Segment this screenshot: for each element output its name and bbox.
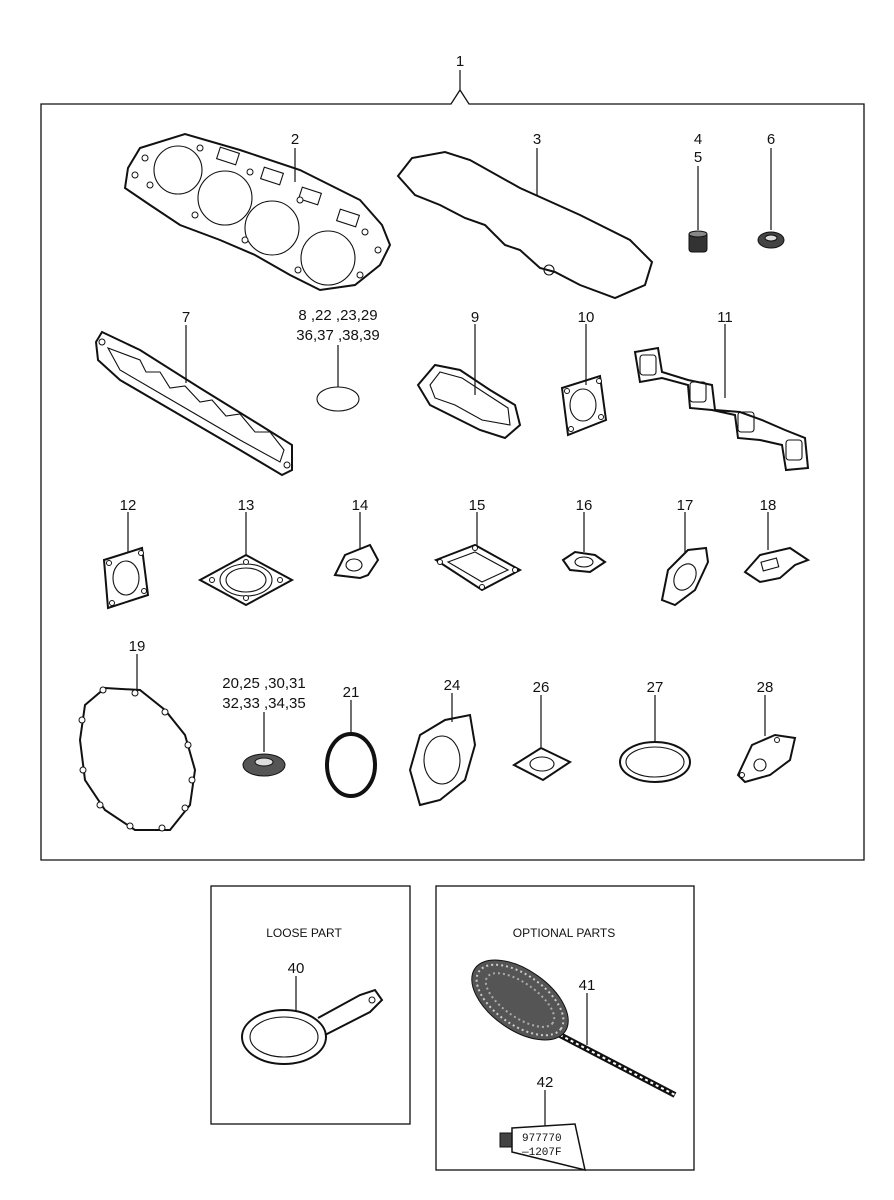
label-7: 7 (182, 309, 190, 326)
tube-label-2: —1207F (521, 1147, 562, 1159)
o-ring-8 (316, 386, 360, 412)
water-pump-gasket (408, 713, 477, 807)
label-8-line2: 36,37 ,38,39 (296, 327, 379, 344)
label-5: 5 (694, 149, 702, 166)
label-20-line2: 32,33 ,34,35 (222, 695, 305, 712)
head-cover-gasket (396, 150, 654, 300)
gasket-9 (416, 363, 522, 440)
tube-label-1: 977770 (522, 1133, 562, 1145)
gasket-26 (511, 746, 573, 782)
label-20-line1: 20,25 ,30,31 (222, 675, 305, 692)
label-42: 42 (537, 1074, 554, 1091)
loose-part-box (210, 885, 411, 1125)
cylinder-hone-brush (471, 959, 677, 1098)
gasket-15 (433, 543, 523, 592)
label-9: 9 (471, 309, 479, 326)
cylinder-head-gasket (123, 132, 392, 292)
label-10: 10 (578, 309, 595, 326)
sealant-tube: 977770 —1207F (499, 1123, 586, 1172)
wrench-gasket-40 (241, 988, 384, 1065)
seal-20 (242, 753, 286, 777)
label-6: 6 (767, 131, 775, 148)
label-11: 11 (717, 309, 733, 326)
label-1: 1 (456, 53, 464, 70)
label-14: 14 (352, 497, 369, 514)
gasket-12 (102, 546, 150, 610)
gasket-17 (660, 546, 710, 607)
label-18: 18 (760, 497, 777, 514)
exhaust-manifold-gasket (633, 346, 810, 472)
label-17: 17 (677, 497, 694, 514)
optional-parts-title: OPTIONAL PARTS (513, 926, 615, 940)
label-40: 40 (288, 960, 305, 977)
optional-parts-box (435, 885, 695, 1171)
gasket-28 (736, 733, 797, 784)
gasket-18 (743, 546, 811, 584)
label-15: 15 (469, 497, 486, 514)
label-8-line1: 8 ,22 ,23,29 (298, 307, 377, 324)
label-16: 16 (576, 497, 593, 514)
gasket-10 (560, 374, 608, 437)
washer (757, 231, 785, 249)
intake-manifold-gasket (94, 330, 293, 477)
main-frame (40, 88, 865, 861)
gasket-13 (197, 553, 295, 607)
label-12: 12 (120, 497, 137, 514)
flywheel-housing-gasket (78, 686, 197, 832)
label-26: 26 (533, 679, 550, 696)
label-2: 2 (291, 131, 299, 148)
label-3: 3 (533, 131, 541, 148)
label-28: 28 (757, 679, 774, 696)
valve-stem-seal (688, 230, 708, 253)
label-19: 19 (129, 638, 146, 655)
label-21: 21 (343, 684, 360, 701)
label-27: 27 (647, 679, 664, 696)
loose-part-title: LOOSE PART (266, 926, 342, 940)
ring-gasket-27 (619, 741, 691, 783)
gasket-14 (333, 543, 380, 580)
label-24: 24 (444, 677, 461, 694)
label-4: 4 (694, 131, 702, 148)
gasket-16 (561, 550, 607, 574)
o-ring-21 (325, 732, 377, 798)
label-41: 41 (579, 977, 596, 994)
label-13: 13 (238, 497, 255, 514)
